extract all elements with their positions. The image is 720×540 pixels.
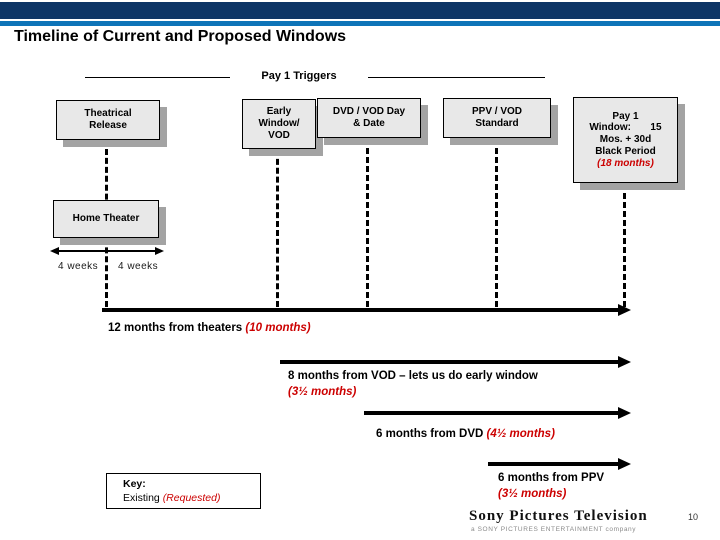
box-pay1-window-label: Pay 1 Window: 15 Mos. + 30d Black Period (589, 110, 662, 157)
box-ppv-vod-standard: PPV / VOD Standard (443, 98, 551, 138)
box-pay1-window: Pay 1 Window: 15 Mos. + 30d Black Period… (573, 97, 678, 183)
box-theatrical-release-label: Theatrical Release (84, 108, 132, 131)
key-entries: Existing (Requested) (123, 491, 260, 505)
box-home-theater: Home Theater (53, 200, 159, 238)
top-navy-bar (0, 2, 720, 19)
timeline-arrow-theaters (102, 304, 631, 316)
timeline-label-vod: 8 months from VOD – lets us do early win… (288, 370, 538, 382)
triggers-left-line (85, 77, 230, 78)
weeks-right-label: 4 weeks (118, 261, 159, 272)
sony-entertainment-subtitle: a SONY PICTURES ENTERTAINMENT company (471, 526, 637, 533)
weeks-left-label: 4 weeks (58, 261, 99, 272)
top-blue-stripe (0, 21, 720, 26)
timeline-label-theaters: 12 months from theaters (10 months) (108, 322, 311, 334)
timeline-label-ppv-duration: (3½ months) (498, 488, 567, 500)
dashline-pay1 (623, 184, 626, 307)
dashline-dvd (366, 139, 369, 307)
key-requested: (Requested) (162, 492, 221, 505)
home-theater-span-arrow (50, 247, 164, 255)
page-number: 10 (688, 512, 699, 522)
arrowhead-icon (618, 407, 631, 419)
legend-key-box: Key: Existing (Requested) (106, 473, 261, 509)
box-early-window-vod: Early Window/ VOD (242, 99, 316, 149)
box-dvd-vod-day-date: DVD / VOD Day & Date (317, 98, 421, 138)
timeline-arrow-ppv (488, 458, 631, 470)
triggers-label: Pay 1 Triggers (261, 70, 337, 82)
box-pay1-window-duration: (18 months) (597, 157, 654, 169)
box-early-window-vod-label: Early Window/ VOD (258, 106, 300, 141)
triggers-right-line (368, 77, 545, 78)
box-theatrical-release: Theatrical Release (56, 100, 160, 140)
timeline-arrow-vod (280, 356, 631, 368)
dashline-ppv (495, 139, 498, 307)
dashline-early-window (276, 150, 279, 307)
arrowhead-icon (618, 304, 631, 316)
arrow-right-head-icon (155, 247, 164, 255)
sony-pictures-television-logo: Sony Pictures Television (469, 508, 648, 524)
page-title: Timeline of Current and Proposed Windows (14, 28, 347, 45)
box-ppv-vod-standard-label: PPV / VOD Standard (471, 106, 522, 129)
timeline-arrow-dvd (364, 407, 631, 419)
arrowhead-icon (618, 356, 631, 368)
arrow-left-head-icon (50, 247, 59, 255)
timeline-label-ppv: 6 months from PPV (498, 472, 605, 484)
box-dvd-vod-day-date-label: DVD / VOD Day & Date (332, 106, 406, 129)
timeline-label-vod-duration: (3½ months) (288, 386, 357, 398)
arrowhead-icon (618, 458, 631, 470)
box-home-theater-label: Home Theater (72, 213, 140, 225)
timeline-label-dvd: 6 months from DVD (4½ months) (376, 428, 555, 440)
key-title: Key: (123, 478, 146, 490)
key-existing: Existing (123, 492, 163, 505)
